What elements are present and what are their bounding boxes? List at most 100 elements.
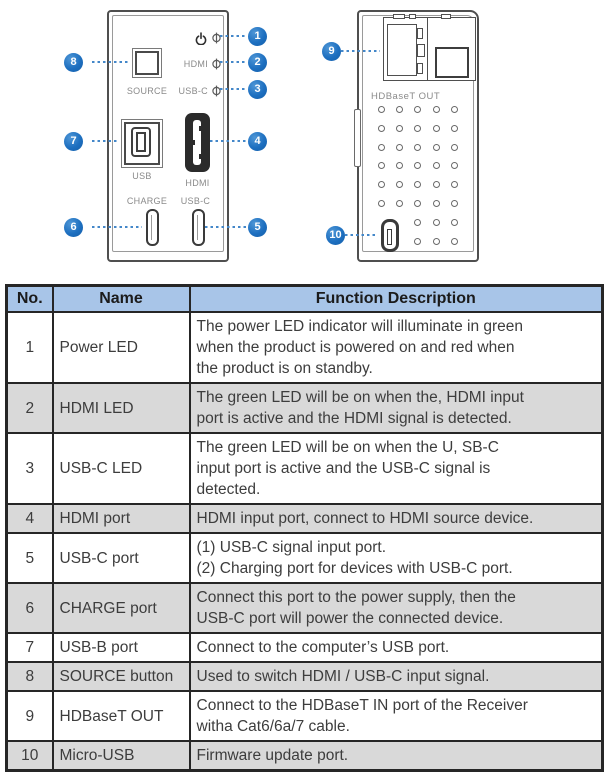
vent-hole: [396, 162, 404, 170]
hdmi-led-label: HDMI: [183, 58, 208, 69]
usbc-port: [192, 209, 205, 246]
power-led-icon: [212, 32, 221, 44]
vent-hole: [450, 237, 458, 245]
vent-hole: [450, 200, 458, 207]
vent-hole: [378, 162, 385, 170]
rj45-notch: [417, 63, 423, 74]
hdmi-slot-mark: [199, 154, 202, 159]
row-name: HDMI LED: [51, 382, 191, 434]
vent-hole: [450, 106, 458, 113]
row-description: Used to switch HDMI / USB-C input signal…: [188, 661, 604, 692]
vent-hole: [450, 143, 458, 151]
vent-hole: [396, 143, 404, 151]
row-number: 9: [5, 690, 54, 742]
usb-port-label: USB: [132, 171, 152, 181]
vent-hole: [396, 200, 404, 207]
callout-4: 4: [248, 131, 267, 151]
usbc-port-label: USB-C: [180, 196, 211, 206]
hdmi-port-label: HDMI: [185, 178, 210, 188]
row-name: HDBaseT OUT: [51, 690, 191, 742]
leader-line-5: [205, 225, 247, 228]
callout-10: 10: [326, 225, 345, 245]
row-description: The green LED will be on when the U, SB-…: [188, 432, 604, 505]
callout-2: 2: [248, 52, 267, 72]
vent-hole: [396, 181, 404, 189]
row-number: 10: [5, 740, 54, 772]
usb-b-pin: [136, 132, 146, 152]
row-description: HDMI input port, connect to HDMI source …: [188, 503, 604, 534]
vent-hole: [432, 218, 440, 226]
callout-9: 9: [322, 41, 341, 61]
row-description: Connect to the computer’s USB port.: [188, 632, 604, 663]
row-number: 2: [5, 382, 54, 434]
vent-hole: [378, 200, 385, 207]
leader-line-8: [92, 60, 128, 63]
leader-line-3: [220, 87, 247, 90]
row-name: CHARGE port: [51, 582, 191, 634]
source-button-face: [135, 51, 159, 75]
callout-6: 6: [64, 217, 83, 237]
row-description: (1) USB-C signal input port. (2) Chargin…: [188, 532, 604, 584]
leader-line-9: [341, 49, 380, 52]
callout-8: 8: [64, 52, 83, 72]
row-name: HDMI port: [51, 503, 191, 534]
vent-hole: [432, 200, 440, 207]
leader-line-2: [220, 60, 247, 63]
row-number: 7: [5, 632, 54, 663]
rj45-side-face: [435, 47, 469, 78]
callout-5: 5: [248, 217, 267, 237]
rj45-top-tab: [441, 14, 451, 19]
hdmi-led-icon: [212, 58, 221, 70]
micro-usb-port: [381, 219, 399, 252]
vent-hole: [378, 106, 385, 113]
side-mount-tab: [354, 109, 361, 167]
vent-hole: [450, 218, 458, 226]
row-description: The green LED will be on when the, HDMI …: [188, 382, 604, 434]
source-button: [132, 48, 162, 78]
usb-b-frame: [124, 122, 160, 165]
rj45-socket: [387, 24, 417, 76]
leader-line-4: [210, 139, 247, 142]
vent-hole: [432, 162, 440, 170]
hdbaset-out-label: HDBaseT OUT: [371, 91, 441, 102]
vent-hole: [414, 143, 422, 151]
vent-hole: [450, 181, 458, 189]
vent-hole: [414, 237, 422, 245]
vent-hole: [432, 106, 440, 113]
vent-hole: [414, 106, 422, 113]
vent-hole: [450, 124, 458, 132]
transmitter-rear-panel: HDBaseT OUT: [354, 10, 479, 262]
callout-3: 3: [248, 79, 267, 99]
charge-port: [146, 209, 159, 246]
row-name: USB-C port: [51, 532, 191, 584]
usb-b-connector: [131, 127, 151, 157]
callout-7: 7: [64, 131, 83, 151]
rj45-top-tab: [409, 14, 416, 19]
vent-hole: [414, 124, 422, 132]
leader-line-6: [92, 225, 142, 228]
rj45-latch: [417, 44, 425, 57]
source-button-label: SOURCE: [126, 86, 168, 96]
vent-hole: [396, 106, 404, 113]
power-icon: [195, 32, 207, 45]
hdmi-slot-mark: [199, 126, 202, 131]
vent-hole: [414, 218, 422, 226]
leader-line-7: [92, 139, 117, 142]
vent-hole: [396, 124, 404, 132]
row-name: Power LED: [51, 311, 191, 384]
row-name: USB-B port: [51, 632, 191, 663]
vent-hole: [432, 237, 440, 245]
row-number: 3: [5, 432, 54, 505]
vent-hole: [414, 181, 422, 189]
vent-hole: [378, 143, 385, 151]
device-diagram: HDMI USB-C SOURCE USB HD: [0, 0, 609, 281]
row-description: The power LED indicator will illuminate …: [188, 311, 604, 384]
vent-hole: [432, 143, 440, 151]
callout-1: 1: [248, 26, 267, 46]
